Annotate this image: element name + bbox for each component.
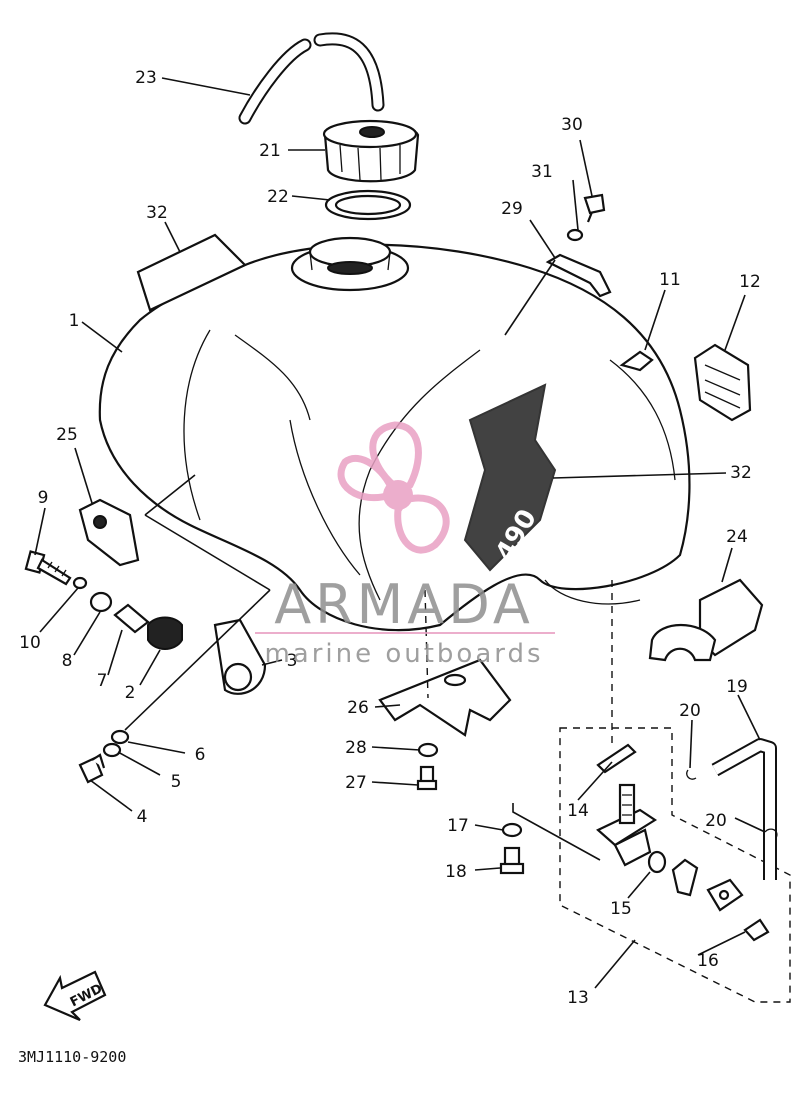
callout-31: 31 [531,162,553,182]
propeller-logo [337,421,450,554]
callout-7: 7 [97,671,108,691]
left-mount-parts [24,498,267,784]
drawing-code: 3MJ1110-9200 [18,1048,126,1066]
right-mount-parts [378,193,764,875]
callout-8: 8 [62,651,73,671]
callout-5: 5 [171,772,182,792]
callout-20-bottom: 20 [705,811,727,831]
fuel-cap [322,119,420,183]
fuel-cock-assembly [559,727,791,1003]
callout-2: 2 [125,683,136,703]
callout-15: 15 [610,899,632,919]
callout-10: 10 [19,633,41,653]
callout-24: 24 [726,527,748,547]
callout-20-top: 20 [679,701,701,721]
callout-21: 21 [259,141,281,161]
callout-9: 9 [38,488,49,508]
callouts: 23 21 22 32 1 25 9 10 8 7 2 3 6 5 4 30 3… [19,68,761,1008]
watermark-tagline: marine outboards [264,639,543,669]
callout-3: 3 [287,651,298,671]
callout-13: 13 [567,988,589,1008]
callout-6: 6 [195,745,206,765]
callout-17: 17 [447,816,469,836]
callout-32-left: 32 [146,203,168,223]
callout-28: 28 [345,738,367,758]
callout-12: 12 [739,272,761,292]
callout-4: 4 [137,807,148,827]
callout-18: 18 [445,862,467,882]
callout-25: 25 [56,425,78,445]
fuel-hose [686,738,778,880]
callout-19: 19 [726,677,748,697]
fuel-tank: 490 [98,233,691,632]
callout-16: 16 [697,951,719,971]
callout-29: 29 [501,199,523,219]
cap-gasket [324,189,412,221]
callout-1: 1 [69,311,80,331]
callout-23: 23 [135,68,157,88]
callout-30: 30 [561,115,583,135]
forward-arrow: FWD [43,970,107,1022]
callout-27: 27 [345,773,367,793]
callout-22: 22 [267,187,289,207]
leader-lines [34,77,766,989]
breather-hose [238,32,385,125]
callout-14: 14 [567,801,589,821]
callout-32-right: 32 [730,463,752,483]
watermark-brand: ARMADA [274,573,534,636]
callout-26: 26 [347,698,369,718]
callout-11: 11 [659,270,681,290]
watermark: ARMADA marine outboards [255,421,555,669]
